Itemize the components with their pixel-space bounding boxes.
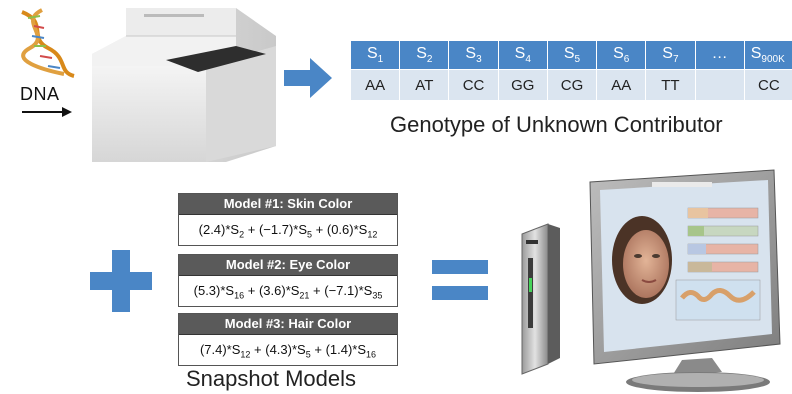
genotype-cell: CG [546,69,598,101]
snp-header: S3 [448,40,499,70]
genotype-cell [694,69,745,101]
dna-sequencer-image [92,8,276,162]
snp-header: S5 [546,40,598,70]
genotype-cell: AT [399,69,450,101]
snp-header: S7 [645,40,696,70]
model-card-hair-color: Model #3: Hair Color (7.4)*S12 + (4.3)*S… [178,313,398,366]
right-arrow-icon [284,58,332,98]
genotype-table: S1 S2 S3 S4 S5 S6 S7 … S900K AA AT CC GG… [349,40,792,101]
dna-input-arrow-icon [22,107,72,117]
models-caption: Snapshot Models [186,366,356,391]
snp-header: S900K [743,40,792,70]
snp-header: S2 [399,40,450,70]
genotype-value-row: AA AT CC GG CG AA TT CC [349,69,792,101]
genotype-cell: CC [743,69,792,101]
model-title: Model #3: Hair Color [179,314,397,335]
model-title: Model #2: Eye Color [179,255,397,276]
genotype-header-row: S1 S2 S3 S4 S5 S6 S7 … S900K [349,40,792,70]
dna-helix-icon [21,8,75,78]
genotype-cell: CC [448,69,499,101]
model-title: Model #1: Skin Color [179,194,397,215]
genotype-cell: AA [349,69,401,101]
snp-header: S6 [596,40,647,70]
genotype-cell: AA [596,69,647,101]
snp-header: S1 [349,40,401,70]
genotype-caption: Genotype of Unknown Contributor [390,112,723,137]
genotype-cell: TT [645,69,696,101]
model-formula: (7.4)*S12 + (4.3)*S5 + (1.4)*S16 [199,342,377,360]
equals-icon [432,260,488,300]
model-formula: (5.3)*S16 + (3.6)*S21 + (−7.1)*S35 [193,283,383,301]
dna-label: DNA [20,84,60,104]
model-card-skin-color: Model #1: Skin Color (2.4)*S2 + (−1.7)*S… [178,193,398,246]
plus-icon [90,250,152,312]
snp-header: S4 [497,40,548,70]
snp-header-ellipsis: … [694,40,745,70]
model-card-eye-color: Model #2: Eye Color (5.3)*S16 + (3.6)*S2… [178,254,398,307]
model-formula: (2.4)*S2 + (−1.7)*S5 + (0.6)*S12 [198,222,378,240]
computer-with-predicted-face-image [521,169,781,392]
genotype-cell: GG [497,69,548,101]
